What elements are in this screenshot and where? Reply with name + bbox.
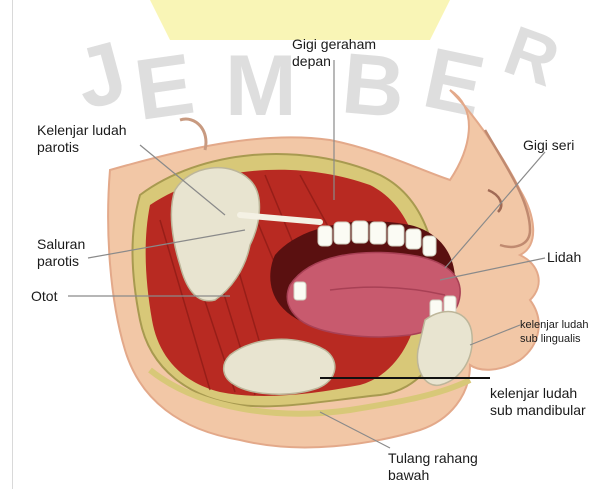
label-gigi-geraham-line2: depan xyxy=(292,53,376,70)
label-sublingualis-line2: sub lingualis xyxy=(520,332,589,346)
label-saluran-parotis-line1: Saluran xyxy=(37,236,85,253)
label-submandibular-line1: kelenjar ludah xyxy=(490,385,586,402)
label-sublingualis-line1: kelenjar ludah xyxy=(520,318,589,332)
label-gigi-seri: Gigi seri xyxy=(523,137,574,154)
label-tulang-rahang-line1: Tulang rahang xyxy=(388,450,478,467)
label-lidah-line1: Lidah xyxy=(547,249,581,265)
label-otot-line1: Otot xyxy=(31,288,57,304)
label-kelenjar-ludah-sub-mandibular: kelenjar ludah sub mandibular xyxy=(490,385,586,419)
label-saluran-parotis: Saluran parotis xyxy=(37,236,85,270)
label-lidah: Lidah xyxy=(547,249,581,266)
label-otot: Otot xyxy=(31,288,57,305)
label-kelenjar-parotis-line2: parotis xyxy=(37,139,127,156)
label-submandibular-line2: sub mandibular xyxy=(490,402,586,419)
label-tulang-rahang-bawah: Tulang rahang bawah xyxy=(388,450,478,484)
label-tulang-rahang-line2: bawah xyxy=(388,467,478,484)
label-kelenjar-parotis-line1: Kelenjar ludah xyxy=(37,122,127,139)
label-kelenjar-ludah-sub-lingualis: kelenjar ludah sub lingualis xyxy=(520,318,589,346)
submandibular-gland xyxy=(224,339,335,394)
label-kelenjar-ludah-parotis: Kelenjar ludah parotis xyxy=(37,122,127,156)
label-saluran-parotis-line2: parotis xyxy=(37,253,85,270)
ear-outline xyxy=(180,119,206,150)
label-gigi-geraham-depan: Gigi geraham depan xyxy=(292,36,376,70)
label-gigi-seri-line1: Gigi seri xyxy=(523,137,574,153)
label-gigi-geraham-line1: Gigi geraham xyxy=(292,36,376,53)
